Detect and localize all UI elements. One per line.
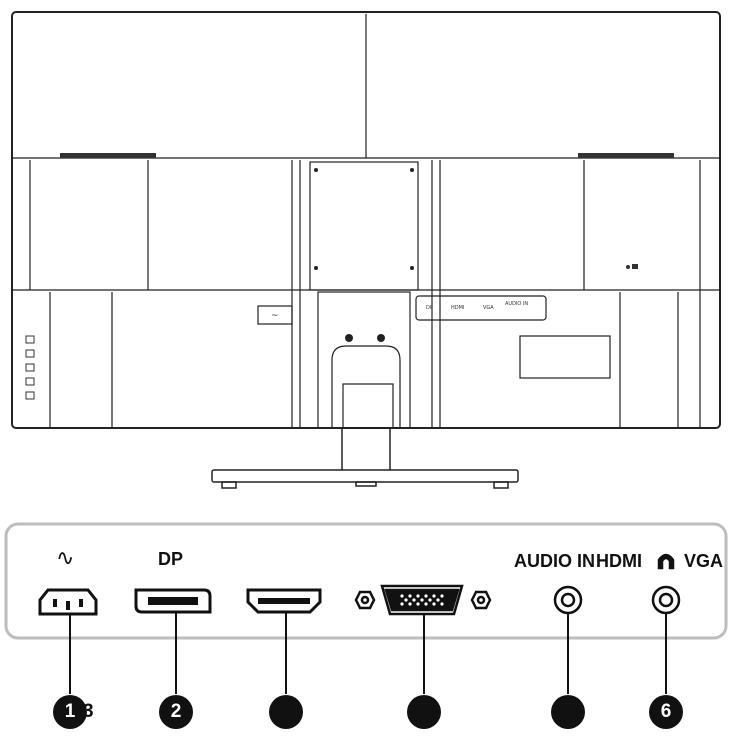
callout-3-circle	[269, 695, 303, 729]
callout-4-circle	[407, 695, 441, 729]
callout-5-circle	[551, 695, 585, 729]
vga-port-icon	[354, 584, 492, 616]
callout-leaders	[69, 612, 667, 694]
hdmi-port-icon	[246, 588, 322, 614]
callout-circles-blank	[269, 695, 585, 729]
connector-panel	[4, 522, 728, 640]
stand-base	[211, 428, 519, 489]
vent-slots	[60, 153, 674, 158]
side-buttons	[25, 335, 35, 400]
power-socket-icon	[38, 588, 98, 616]
monitor-back	[11, 11, 721, 429]
lock-slot-icon	[626, 264, 638, 269]
audio-jack-icon	[553, 585, 583, 615]
vesa-screws	[314, 168, 414, 342]
dp-port-icon	[134, 588, 212, 614]
headphone-jack-icon	[651, 553, 681, 615]
